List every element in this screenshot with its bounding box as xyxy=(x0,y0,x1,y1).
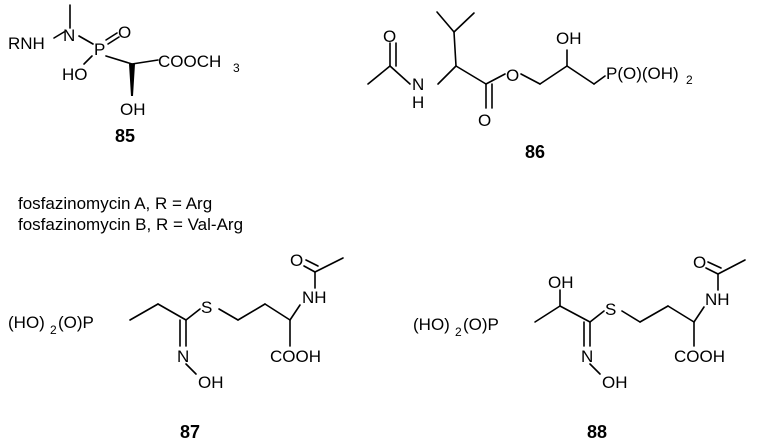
compound-number: 87 xyxy=(180,422,200,442)
caption-line-2: fosfazinomycin B, R = Val-Arg xyxy=(18,215,243,234)
bond xyxy=(707,261,722,269)
bond xyxy=(131,59,159,65)
bond xyxy=(218,308,239,321)
bond xyxy=(455,65,487,85)
atom-label: P xyxy=(94,40,105,59)
atom-label: OH xyxy=(556,29,582,48)
bond xyxy=(303,265,316,273)
atom-label: OH xyxy=(198,373,224,392)
atom-label: H xyxy=(412,93,424,112)
bond xyxy=(436,11,455,33)
bond xyxy=(389,65,411,85)
atom-label: COOH xyxy=(674,347,725,366)
atom-label: OH xyxy=(120,100,146,119)
bond xyxy=(105,32,118,41)
atom-label: O xyxy=(290,251,303,270)
atom-label: O xyxy=(693,253,706,272)
bond xyxy=(53,31,65,39)
atom-label: P(O)(OH) xyxy=(606,64,679,83)
atom-label: O xyxy=(506,66,519,85)
atom-label: N xyxy=(63,26,75,45)
bond xyxy=(589,310,605,323)
atom-label: NH xyxy=(705,290,730,309)
atom-label: (HO) xyxy=(413,315,450,334)
atom-label: COOH xyxy=(270,347,321,366)
bond xyxy=(305,259,319,267)
atom-subscript: 2 xyxy=(455,325,462,339)
bond xyxy=(185,308,201,321)
bond xyxy=(264,303,291,321)
bond xyxy=(667,305,695,323)
bond xyxy=(559,305,591,323)
compound-88: (HO) 2 (O)P OH S N OH O NH COOH 88 xyxy=(413,253,746,442)
atom-label: O xyxy=(118,23,131,42)
bond xyxy=(157,303,187,321)
atom-label: (HO) xyxy=(8,313,45,332)
bond xyxy=(78,35,94,45)
atom-label: (O)P xyxy=(58,313,94,332)
bond xyxy=(367,65,391,85)
compound-86: O N H O O OH P(O)(OH) 2 86 xyxy=(367,11,693,162)
caption: fosfazinomycin A, R = Arg fosfazinomycin… xyxy=(18,194,243,234)
bond xyxy=(693,306,705,323)
bond xyxy=(453,12,475,33)
atom-label: O xyxy=(383,27,396,46)
bond xyxy=(314,257,344,273)
wedge-bond xyxy=(129,64,135,96)
atom-label: OH xyxy=(548,273,574,292)
atom-label: N xyxy=(177,347,189,366)
bond xyxy=(539,65,568,85)
compound-87: (HO) 2 (O)P S N OH O NH COOH 87 xyxy=(8,251,344,442)
bond xyxy=(83,55,93,65)
bond xyxy=(589,363,601,375)
bond xyxy=(639,305,669,323)
bond xyxy=(705,267,719,275)
compound-number: 88 xyxy=(587,422,607,442)
atom-subscript: 2 xyxy=(50,323,57,337)
bond xyxy=(453,31,457,67)
atom-label: NH xyxy=(302,288,327,307)
bond xyxy=(105,55,133,65)
compound-number: 86 xyxy=(525,142,545,162)
atom-label: COOCH xyxy=(158,52,221,71)
bond xyxy=(621,310,641,323)
bond xyxy=(520,73,541,85)
compound-85: RNH N P O HO COOCH 3 OH 85 xyxy=(8,4,240,146)
bond xyxy=(534,305,561,323)
bond xyxy=(107,36,120,45)
atom-subscript: 2 xyxy=(686,73,693,87)
compound-number: 85 xyxy=(115,126,135,146)
bond xyxy=(566,65,595,85)
caption-line-1: fosfazinomycin A, R = Arg xyxy=(18,194,212,213)
bond xyxy=(185,363,197,375)
atom-label: HO xyxy=(62,65,88,84)
bond xyxy=(237,303,266,321)
atom-label: (O)P xyxy=(463,315,499,334)
bond xyxy=(289,304,301,321)
atom-label: S xyxy=(605,300,616,319)
atom-label: O xyxy=(478,111,491,130)
atom-subscript: 3 xyxy=(233,61,240,75)
bond xyxy=(717,259,746,275)
atom-label: S xyxy=(201,298,212,317)
bond xyxy=(437,65,457,85)
atom-label: OH xyxy=(602,373,628,392)
atom-label: RNH xyxy=(8,34,45,53)
bond xyxy=(593,75,606,85)
atom-label: N xyxy=(581,347,593,366)
bond xyxy=(129,303,159,321)
bond xyxy=(485,73,506,85)
atom-label: N xyxy=(412,75,424,94)
